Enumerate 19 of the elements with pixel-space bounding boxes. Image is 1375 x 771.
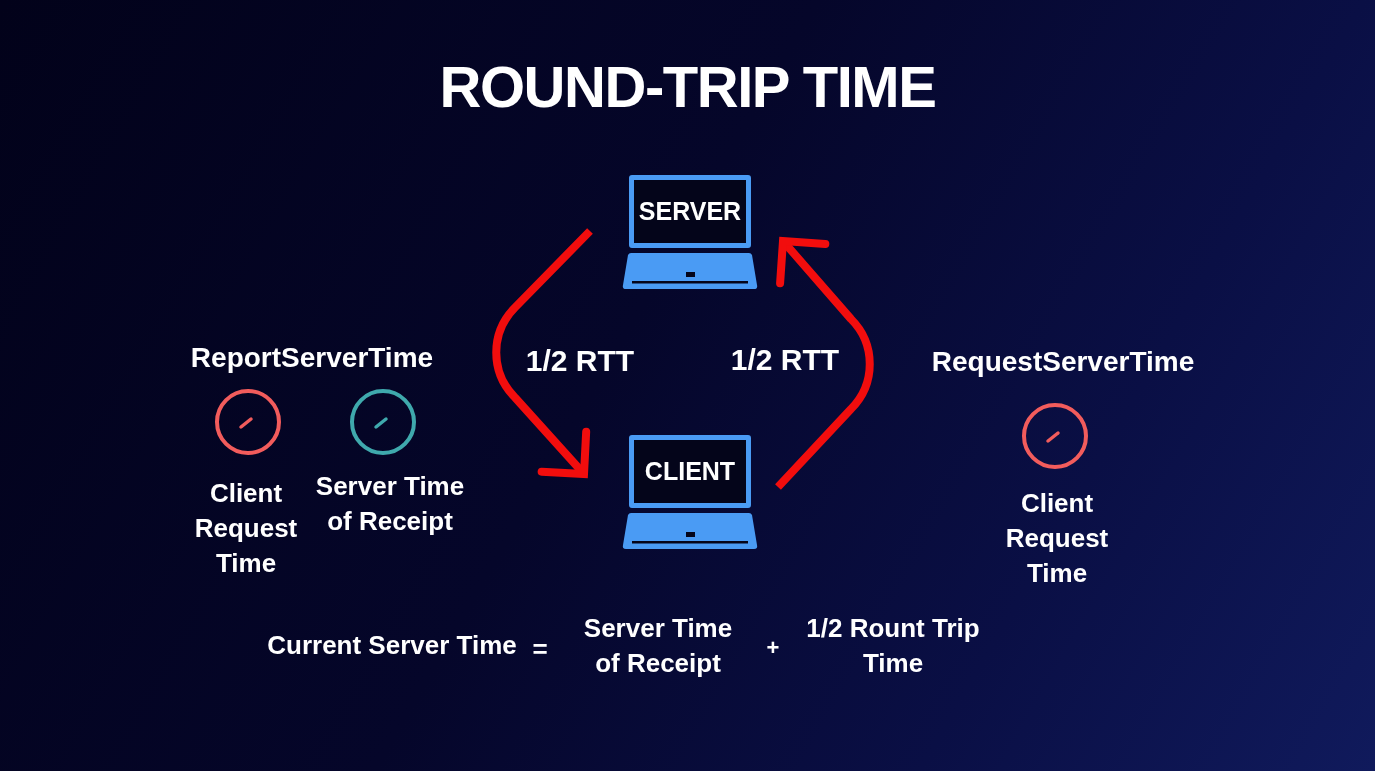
edge-label: 1/2 RTT [730, 345, 840, 375]
curved-arrow [492, 228, 593, 478]
function-name: RequestServerTime [931, 345, 1195, 379]
clock-caption: Client Request Time [1004, 487, 1110, 590]
laptop [622, 175, 758, 290]
function-name: ReportServerTime [190, 341, 434, 375]
edge-label: 1/2 RTT [525, 345, 635, 376]
title: ROUND-TRIP TIME [439, 58, 936, 116]
laptop-label: CLIENT [644, 459, 736, 484]
formula-term: Current Server Time [267, 629, 517, 662]
laptop [622, 435, 758, 550]
formula-term: Server Time of Receipt [582, 612, 734, 680]
clock-caption: Server Time of Receipt [314, 470, 466, 538]
equals-sign: = [532, 633, 548, 666]
plus-sign: + [766, 634, 780, 662]
formula-term: 1/2 Rount Trip Time [805, 612, 981, 680]
clock-caption: Client Request Time [193, 477, 299, 580]
laptop-label: SERVER [638, 199, 742, 224]
curved-arrow [775, 237, 874, 490]
